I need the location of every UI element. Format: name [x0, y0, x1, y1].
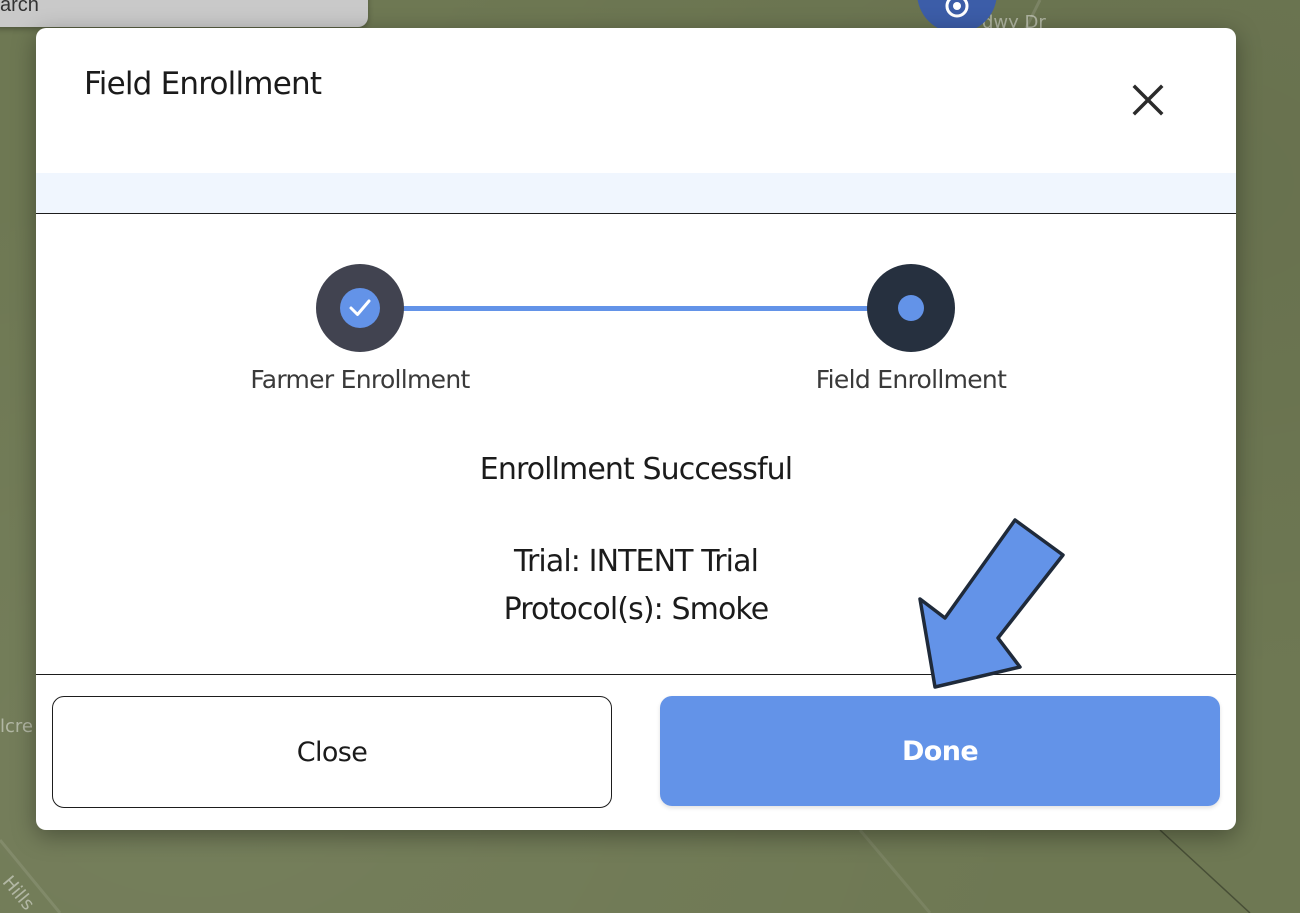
stepper-connector	[396, 306, 916, 311]
done-button[interactable]: Done	[660, 696, 1220, 806]
header-band	[36, 173, 1236, 214]
modal-title: Field Enrollment	[84, 66, 322, 102]
close-icon[interactable]	[1126, 78, 1170, 122]
field-enrollment-modal: Field Enrollment Farmer Enrollment Field…	[36, 28, 1236, 830]
check-icon	[340, 288, 380, 328]
footer-divider	[36, 674, 1236, 675]
step-label-farmer-enrollment: Farmer Enrollment	[250, 365, 470, 394]
step-farmer-enrollment	[316, 264, 404, 352]
step-label-field-enrollment: Field Enrollment	[815, 365, 1007, 394]
step-field-enrollment	[867, 264, 955, 352]
dot-icon	[898, 295, 924, 321]
map-search-text: arch	[0, 0, 39, 16]
success-message: Enrollment Successful	[479, 452, 793, 487]
map-street-label: lcre	[0, 716, 33, 737]
protocol-info: Protocol(s): Smoke	[503, 592, 770, 627]
close-button[interactable]: Close	[52, 696, 612, 808]
trial-info: Trial: INTENT Trial	[513, 544, 759, 579]
map-search-bar[interactable]: arch	[0, 0, 368, 27]
map-street-label: dwy Dr	[982, 12, 1046, 33]
